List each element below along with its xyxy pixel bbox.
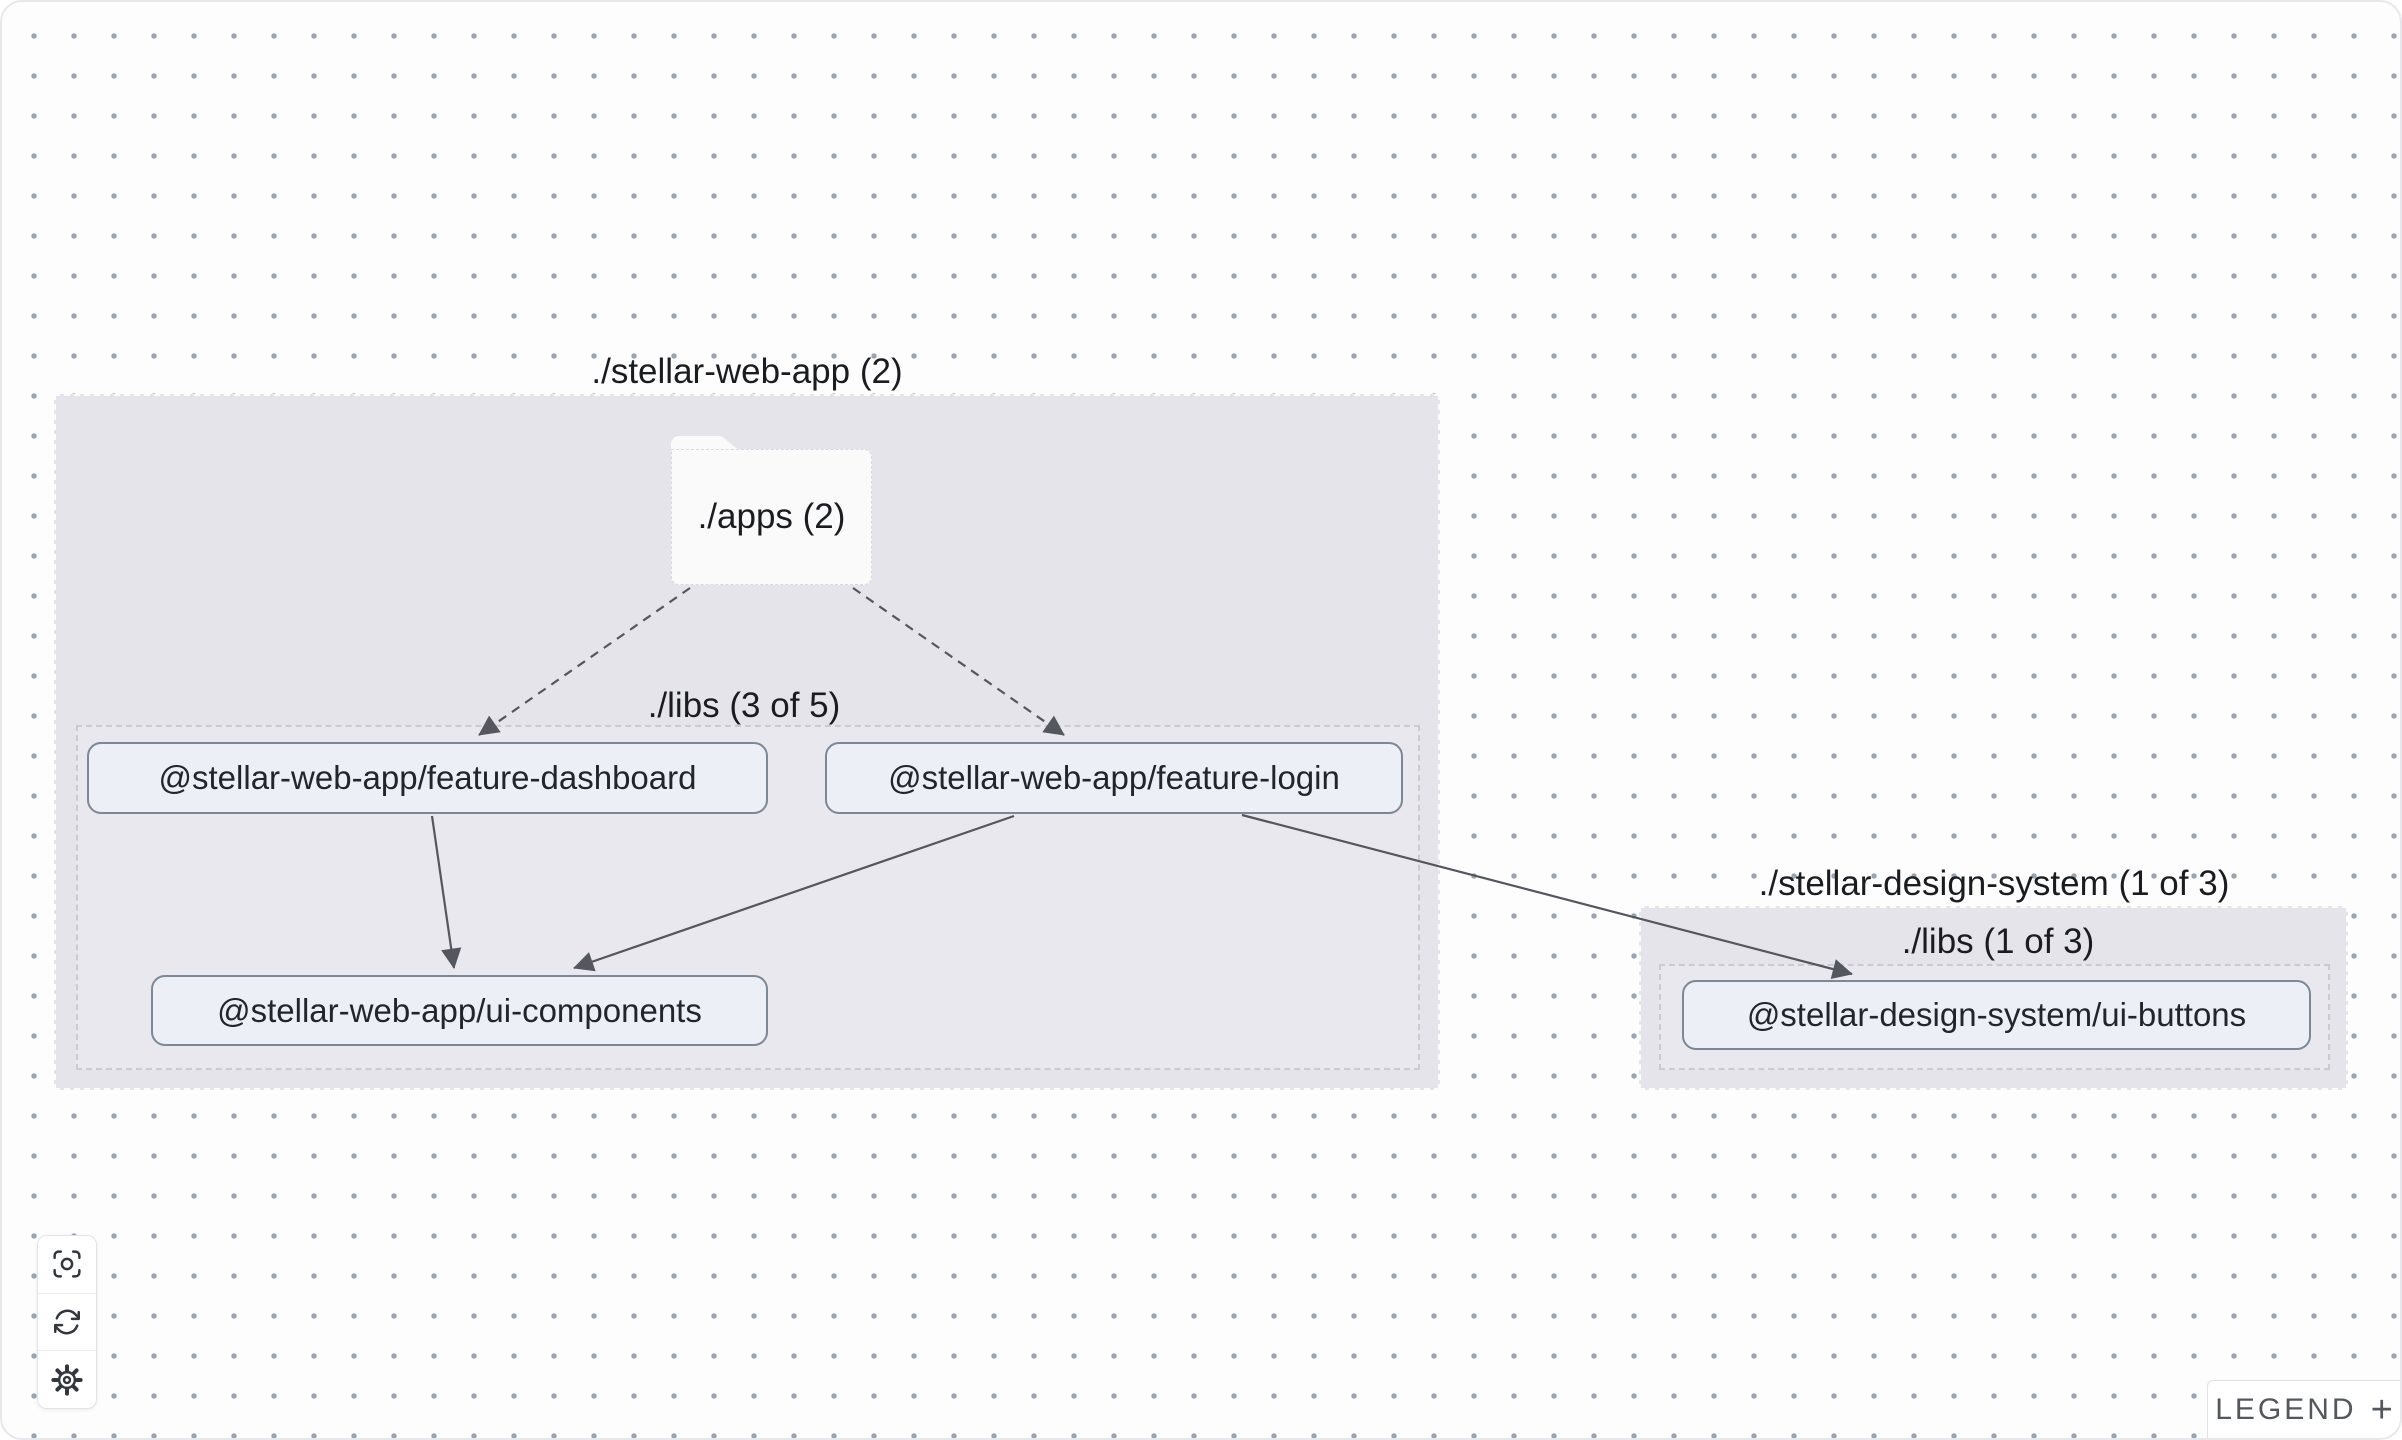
edge-apps-to-feature-login[interactable] [852,587,1065,736]
folder-node-apps[interactable]: ./apps (2) [671,436,872,585]
node-feature-login[interactable]: @stellar-web-app/feature-login [825,742,1403,814]
plus-icon: + [2370,1388,2393,1431]
gear-icon [51,1364,83,1396]
graph-controls [37,1235,97,1409]
edge-apps-to-feature-dashboard[interactable] [478,587,691,736]
settings-button[interactable] [38,1350,96,1408]
group-label-stellar-design-system: ./stellar-design-system (1 of 3) [1758,864,2230,903]
group-label-stellar-web-app: ./stellar-web-app (2) [591,352,903,391]
folder-tab [671,436,741,452]
refresh-graph-button[interactable] [38,1292,96,1351]
edge-feature-login-to-ui-buttons[interactable] [1241,813,1853,979]
legend-label: LEGEND [2215,1392,2357,1426]
edge-feature-login-to-ui-components[interactable] [573,814,1015,972]
node-feature-dashboard[interactable]: @stellar-web-app/feature-dashboard [87,742,768,814]
node-ui-buttons[interactable]: @stellar-design-system/ui-buttons [1682,980,2311,1050]
folder-node-label: ./apps (2) [671,449,872,585]
node-ui-components[interactable]: @stellar-web-app/ui-components [151,975,768,1046]
node-label: @stellar-design-system/ui-buttons [1746,996,2247,1033]
edge-feature-dashboard-to-ui-components[interactable] [430,815,462,969]
group-label-design-system-libs: ./libs (1 of 3) [1901,922,2095,961]
focus-icon [53,1250,81,1278]
node-label: @stellar-web-app/ui-components [217,991,702,1029]
node-label: @stellar-web-app/feature-login [888,759,1340,796]
group-label-web-app-libs: ./libs (3 of 5) [647,686,841,725]
node-label: @stellar-web-app/feature-dashboard [158,759,697,796]
refresh-icon [54,1309,80,1335]
center-graph-button[interactable] [38,1236,96,1293]
legend-toggle[interactable]: LEGEND + [2207,1380,2400,1438]
